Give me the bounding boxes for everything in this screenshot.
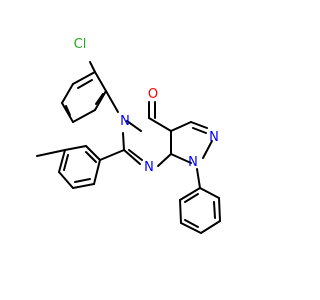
nitrogen-label-n1: N [188,155,198,170]
bond [196,168,201,189]
bond [122,132,125,151]
bond [148,117,172,132]
bond [213,201,216,219]
bond [170,121,192,132]
bond [128,149,143,161]
bond [200,220,221,234]
bond [190,121,208,129]
bond [72,71,96,85]
bond [105,90,119,113]
bond [126,120,142,132]
bond [36,149,66,157]
nitrogen-label-n5: N [120,114,130,129]
bond [93,159,101,185]
bond [180,222,202,234]
bond [77,79,93,89]
bond [63,154,69,171]
oxygen-label: O [148,87,158,102]
bond [184,219,199,228]
bond [72,183,95,189]
chlorophenyl-ring [61,61,107,123]
bond [74,178,91,183]
bond [89,61,96,73]
bond [218,197,221,222]
bond [94,90,107,111]
bond [95,93,104,105]
nitrogen-label-n2: N [209,130,219,145]
methylphenyl-ring [36,145,125,189]
bond [202,140,213,159]
bond [157,153,172,167]
bond [61,102,74,123]
bond [123,149,141,165]
bond [85,151,97,163]
phenyl-ring [179,187,221,234]
atom-labels: Cl O N N N N [74,37,219,175]
core-bonds [105,90,213,189]
bond [99,149,125,161]
bond [94,71,107,92]
chlorine-label: Cl [74,37,87,52]
bond [179,187,201,201]
bond [179,199,182,224]
bond [64,145,87,151]
bond [61,83,74,104]
bond [58,171,74,189]
molecule-diagram: Cl O N N N N [36,37,221,234]
bond [65,105,71,116]
bond [199,187,220,199]
nitrogen-label-n7: N [144,160,154,175]
bond [85,145,101,161]
bond [170,153,192,164]
bond [184,193,199,203]
bond [58,149,66,173]
bond [192,127,207,134]
bond [72,109,96,123]
